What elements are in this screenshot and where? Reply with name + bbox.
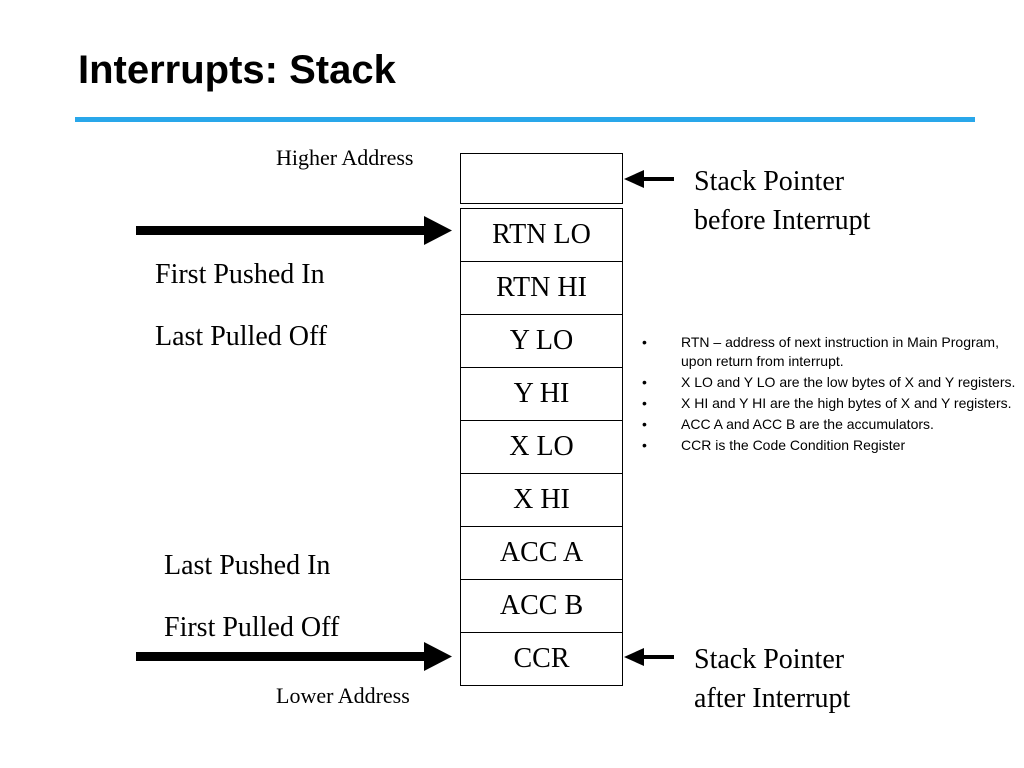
sp-after-arrow xyxy=(624,648,674,666)
last-pushed-label: Last Pushed In xyxy=(164,550,331,581)
note-text: ACC A and ACC B are the accumulators. xyxy=(681,416,934,432)
note-item: • RTN – address of next instruction in M… xyxy=(640,333,1020,371)
note-text: CCR is the Code Condition Register xyxy=(681,437,906,453)
note-item: • CCR is the Code Condition Register xyxy=(640,436,1020,455)
last-pushed-arrow xyxy=(136,642,452,671)
note-text: RTN – address of next instruction in Mai… xyxy=(681,334,999,369)
stack-cell-rtn-hi: RTN HI xyxy=(460,262,623,315)
higher-address-label: Higher Address xyxy=(276,145,414,170)
last-pulled-label: Last Pulled Off xyxy=(155,321,328,352)
sp-after-label: Stack Pointer after Interrupt xyxy=(694,640,850,718)
note-text: X HI and Y HI are the high bytes of X an… xyxy=(681,395,1012,411)
sp-before-line-2: before Interrupt xyxy=(694,205,871,236)
sp-after-line-2: after Interrupt xyxy=(694,683,851,714)
first-pushed-arrow xyxy=(136,216,452,245)
sp-after-line-1: Stack Pointer xyxy=(694,644,845,675)
note-item: • ACC A and ACC B are the accumulators. xyxy=(640,415,1020,434)
bullet-icon: • xyxy=(642,437,647,453)
sp-before-line-1: Stack Pointer xyxy=(694,166,845,197)
bullet-icon: • xyxy=(642,374,647,390)
note-text: X LO and Y LO are the low bytes of X and… xyxy=(681,374,1016,390)
stack-cell-acc-b: ACC B xyxy=(460,580,623,633)
stack-cell-acc-a: ACC A xyxy=(460,527,623,580)
bullet-icon: • xyxy=(642,416,647,432)
first-pushed-label: First Pushed In xyxy=(155,259,325,290)
stack-diagram: RTN LO RTN HI Y LO Y HI X LO X HI ACC A … xyxy=(460,153,623,686)
note-item: • X HI and Y HI are the high bytes of X … xyxy=(640,394,1020,413)
slide-title: Interrupts: Stack xyxy=(78,48,396,92)
bullet-icon: • xyxy=(642,334,647,350)
stack-empty-cell xyxy=(460,153,623,204)
sp-before-label: Stack Pointer before Interrupt xyxy=(694,162,870,240)
first-pulled-label: First Pulled Off xyxy=(164,612,340,643)
lower-address-label: Lower Address xyxy=(276,683,410,708)
stack-cell-ccr: CCR xyxy=(460,633,623,686)
notes-list: • RTN – address of next instruction in M… xyxy=(640,333,1020,457)
sp-before-arrow xyxy=(624,170,674,188)
stack-cell-x-lo: X LO xyxy=(460,421,623,474)
stack-cell-rtn-lo: RTN LO xyxy=(460,209,623,262)
title-rule xyxy=(75,117,975,122)
stack-cells: RTN LO RTN HI Y LO Y HI X LO X HI ACC A … xyxy=(460,208,623,686)
stack-cell-y-hi: Y HI xyxy=(460,368,623,421)
bullet-icon: • xyxy=(642,395,647,411)
note-item: • X LO and Y LO are the low bytes of X a… xyxy=(640,373,1020,392)
stack-cell-x-hi: X HI xyxy=(460,474,623,527)
stack-cell-y-lo: Y LO xyxy=(460,315,623,368)
